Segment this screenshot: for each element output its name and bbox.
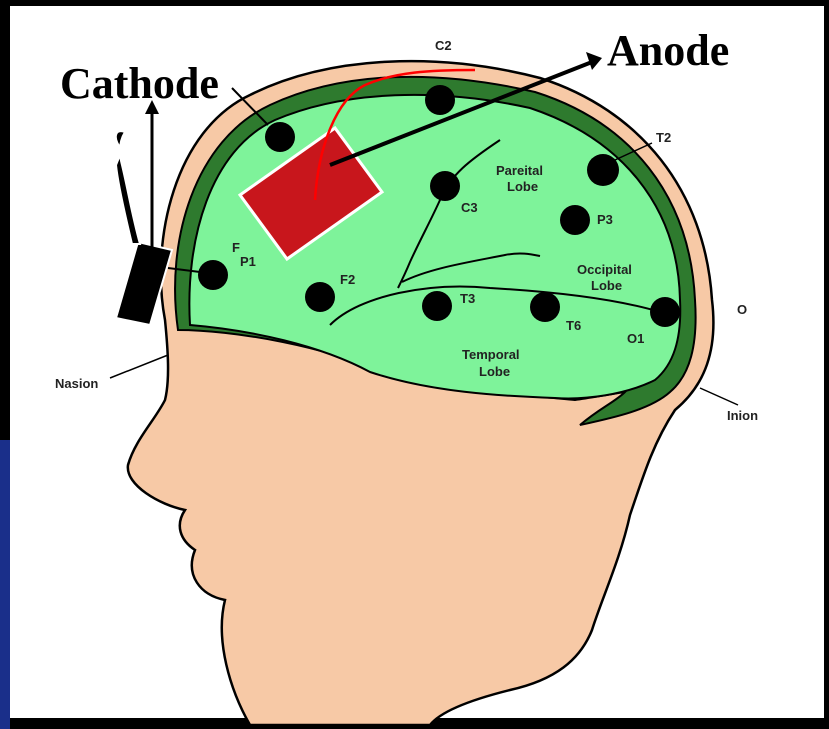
electrode-c2 — [425, 85, 455, 115]
label-c2: C2 — [435, 38, 452, 53]
label-o1: O1 — [627, 331, 644, 346]
nasion-label: Nasion — [55, 376, 98, 391]
electrode-t6 — [530, 292, 560, 322]
electrode-f2 — [305, 282, 335, 312]
electrode-c3 — [430, 171, 460, 201]
electrode-o1 — [650, 297, 680, 327]
electrode-c1-left — [265, 122, 295, 152]
temporal-lobe-line2: Lobe — [479, 364, 510, 379]
label-t3: T3 — [460, 291, 475, 306]
occipital-lobe-line2: Lobe — [591, 278, 622, 293]
label-fp1-p1: P1 — [240, 254, 256, 269]
cathode-label: Cathode — [60, 59, 219, 108]
inion-label: Inion — [727, 408, 758, 423]
occipital-lobe-line1: Occipital — [577, 262, 632, 277]
label-c3: C3 — [461, 200, 478, 215]
electrode-t2 — [587, 154, 619, 186]
anode-label: Anode — [607, 26, 729, 75]
label-t2: T2 — [656, 130, 671, 145]
label-fp1-f: F — [232, 240, 240, 255]
parietal-lobe-line1: Pareital — [496, 163, 543, 178]
electrode-t3 — [422, 291, 452, 321]
label-t6: T6 — [566, 318, 581, 333]
o-label: O — [737, 302, 747, 317]
left-side-stripe — [0, 440, 10, 729]
parietal-lobe-line2: Lobe — [507, 179, 538, 194]
label-p3: P3 — [597, 212, 613, 227]
label-f2: F2 — [340, 272, 355, 287]
electrode-fp1 — [198, 260, 228, 290]
temporal-lobe-line1: Temporal — [462, 347, 520, 362]
electrode-p3 — [560, 205, 590, 235]
